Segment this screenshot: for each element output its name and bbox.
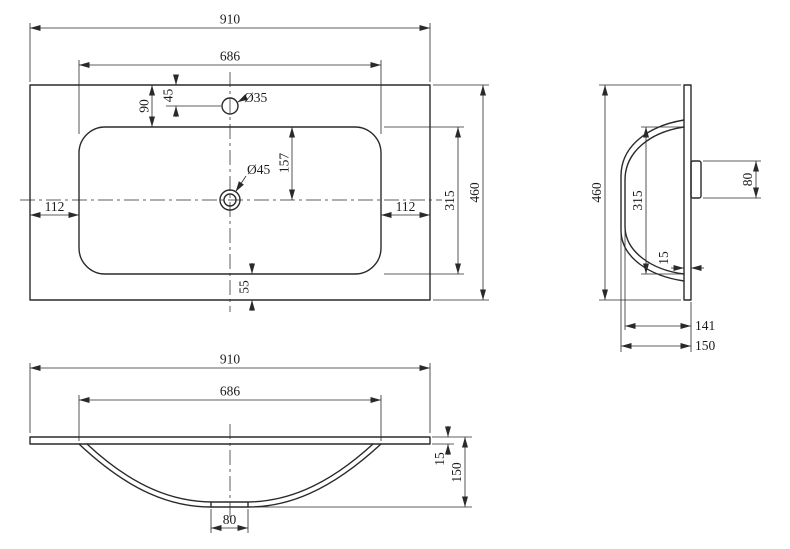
plan-geometry	[20, 72, 442, 312]
side-view: 460 315 80 15 141 150	[589, 84, 761, 353]
plan-dim-total-width-label: 910	[220, 12, 241, 27]
side-countertop-slab	[683, 84, 692, 301]
plan-dim-total-depth-label: 460	[467, 182, 482, 203]
front-dim-basin-width: 686	[78, 384, 382, 441]
plan-dim-faucet-to-drain: 157	[277, 127, 295, 200]
plan-dim-faucet-to-drain-label: 157	[277, 153, 292, 174]
side-dim-total-height-label: 150	[695, 338, 716, 353]
plan-dim-faucet-offset-label: 45	[161, 89, 176, 103]
plan-faucet-hole-callout: Ø35	[237, 90, 267, 105]
plan-dim-left-margin: 112	[30, 199, 79, 218]
side-drain-fitting	[690, 160, 702, 199]
plan-view: 910 686 90 45 Ø35 157 Ø45	[20, 12, 489, 312]
plan-dim-basin-depth: 315	[384, 126, 464, 275]
plan-dim-back-to-basin-label: 90	[137, 99, 152, 113]
front-view: 910 686 15 150 80	[29, 352, 472, 533]
plan-dim-faucet-offset: 45	[161, 74, 221, 117]
side-dim-rim-thickness-label: 15	[656, 251, 671, 265]
side-dim-basin-opening: 315	[630, 126, 684, 275]
front-dim-rim-thickness-label: 15	[432, 452, 447, 466]
plan-dim-right-margin-label: 112	[396, 199, 416, 214]
plan-dim-total-depth: 460	[433, 84, 489, 301]
plan-drain-hole-callout: Ø45	[235, 162, 270, 192]
front-geometry	[29, 424, 431, 519]
side-dim-drain-fitting-label: 80	[740, 173, 755, 187]
plan-faucet-hole-label: Ø35	[244, 90, 267, 105]
front-dim-rim-thickness: 15	[432, 426, 454, 466]
side-dim-rim-thickness: 15	[656, 251, 704, 271]
side-dim-total-height: 150	[620, 232, 716, 353]
side-dim-inner-height-label: 141	[695, 318, 715, 333]
front-dim-basin-width-label: 686	[220, 384, 241, 399]
side-dim-drain-fitting: 80	[703, 160, 761, 199]
front-bowl-outer-profile	[78, 443, 382, 508]
side-dim-inner-height: 141	[624, 228, 715, 352]
plan-dim-right-margin: 112	[381, 199, 430, 218]
plan-basin-outline	[78, 126, 382, 275]
side-dim-basin-opening-label: 315	[630, 190, 645, 211]
plan-dim-front-margin-label: 55	[237, 280, 252, 294]
front-dim-total-height-label: 150	[449, 462, 464, 483]
front-dim-total-height: 150	[252, 436, 472, 508]
side-dim-total-depth-label: 460	[589, 182, 604, 203]
plan-dim-left-margin-label: 112	[45, 199, 65, 214]
front-dim-total-width: 910	[29, 352, 431, 433]
side-geometry	[620, 84, 702, 301]
plan-dim-basin-width-label: 686	[220, 49, 241, 64]
plan-dim-basin-width: 686	[78, 49, 382, 134]
plan-drain-hole-label: Ø45	[247, 162, 270, 177]
side-bowl-outer-profile	[620, 119, 685, 282]
plan-dim-basin-depth-label: 315	[442, 190, 457, 211]
front-dim-drain-width-label: 80	[223, 512, 237, 527]
plan-dim-front-margin: 55	[237, 263, 255, 311]
side-bowl-inner-profile	[624, 126, 685, 275]
plan-dim-back-to-basin: 90	[137, 85, 155, 127]
front-dim-drain-width: 80	[210, 509, 249, 533]
plan-dim-total-width: 910	[29, 12, 431, 82]
leader-line	[235, 175, 247, 192]
front-bowl-inner-profile	[86, 443, 374, 503]
front-dim-total-width-label: 910	[220, 352, 241, 367]
side-dim-total-depth: 460	[589, 84, 681, 301]
leader-line	[237, 94, 248, 103]
